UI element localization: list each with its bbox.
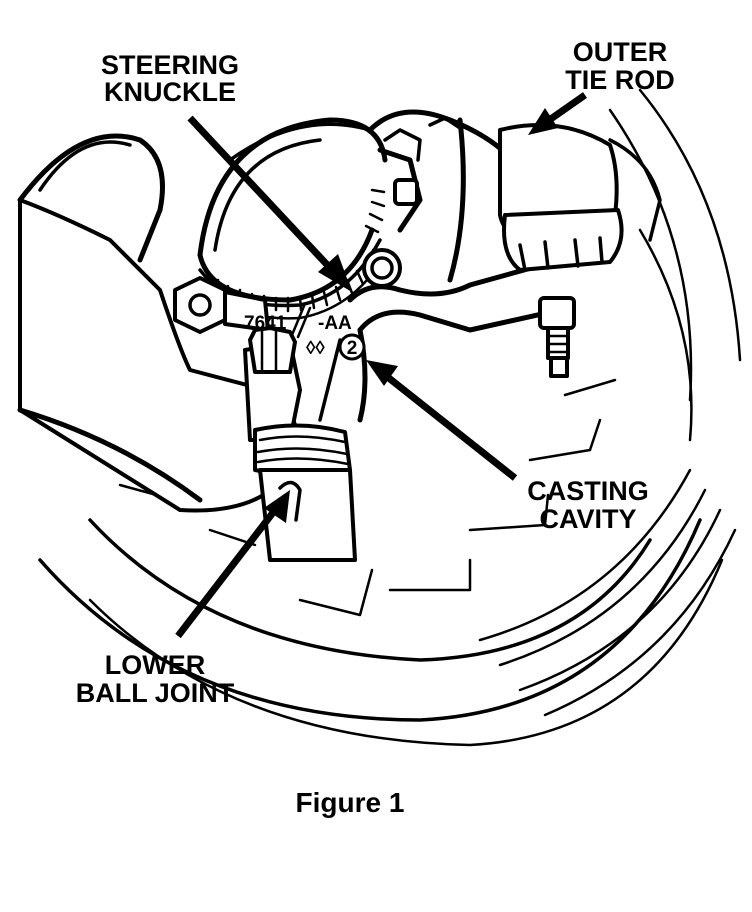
casting-cavity-arrowhead bbox=[366, 360, 398, 386]
lower-ball-joint bbox=[243, 326, 357, 562]
sensor-bolt bbox=[393, 178, 419, 206]
steering-knuckle-label-line2: KNUCKLE bbox=[104, 77, 236, 107]
outer-tie-rod-arrowhead bbox=[528, 108, 558, 135]
callout-arrows bbox=[175, 92, 588, 639]
casting-circle bbox=[338, 333, 366, 361]
casting-part-number: 7641 bbox=[244, 313, 287, 334]
steering-knuckle-label-line1: STEERING bbox=[101, 50, 239, 80]
tie-rod-stud bbox=[538, 296, 576, 378]
outer-tie-rod-label-line2: TIE ROD bbox=[565, 65, 675, 95]
figure-caption: Figure 1 bbox=[296, 787, 405, 818]
casting-cavity-arrow-line bbox=[382, 372, 518, 481]
casting-marks: 7641 -AA ◊◊ 2 bbox=[244, 304, 366, 361]
lower-ball-joint-arrow-line bbox=[175, 507, 278, 639]
casting-slash-marks bbox=[290, 304, 312, 339]
lower-ball-joint-arrowhead bbox=[264, 490, 290, 523]
outer-tie-rod-label-line1: OUTER bbox=[573, 37, 668, 67]
steering-knuckle-arrow-line bbox=[187, 115, 335, 273]
casting-cavity-label-line1: CASTING bbox=[527, 476, 649, 506]
knuckle-bolt bbox=[362, 248, 402, 288]
lower-control-arm bbox=[17, 133, 302, 513]
casting-circled-number: 2 bbox=[347, 338, 358, 359]
steering-knuckle-arrowhead bbox=[318, 254, 352, 292]
casting-cavity-label-line2: CAVITY bbox=[539, 504, 636, 534]
wheel-hub bbox=[197, 117, 388, 303]
outer-tie-rod bbox=[498, 123, 662, 272]
lower-ball-joint-label-line1: LOWER bbox=[105, 650, 206, 680]
brake-rotor-arcs bbox=[38, 88, 742, 747]
casting-suffix: -AA bbox=[318, 313, 352, 334]
lower-ball-joint-label-line2: BALL JOINT bbox=[76, 678, 235, 708]
casting-diamonds: ◊◊ bbox=[306, 338, 325, 359]
